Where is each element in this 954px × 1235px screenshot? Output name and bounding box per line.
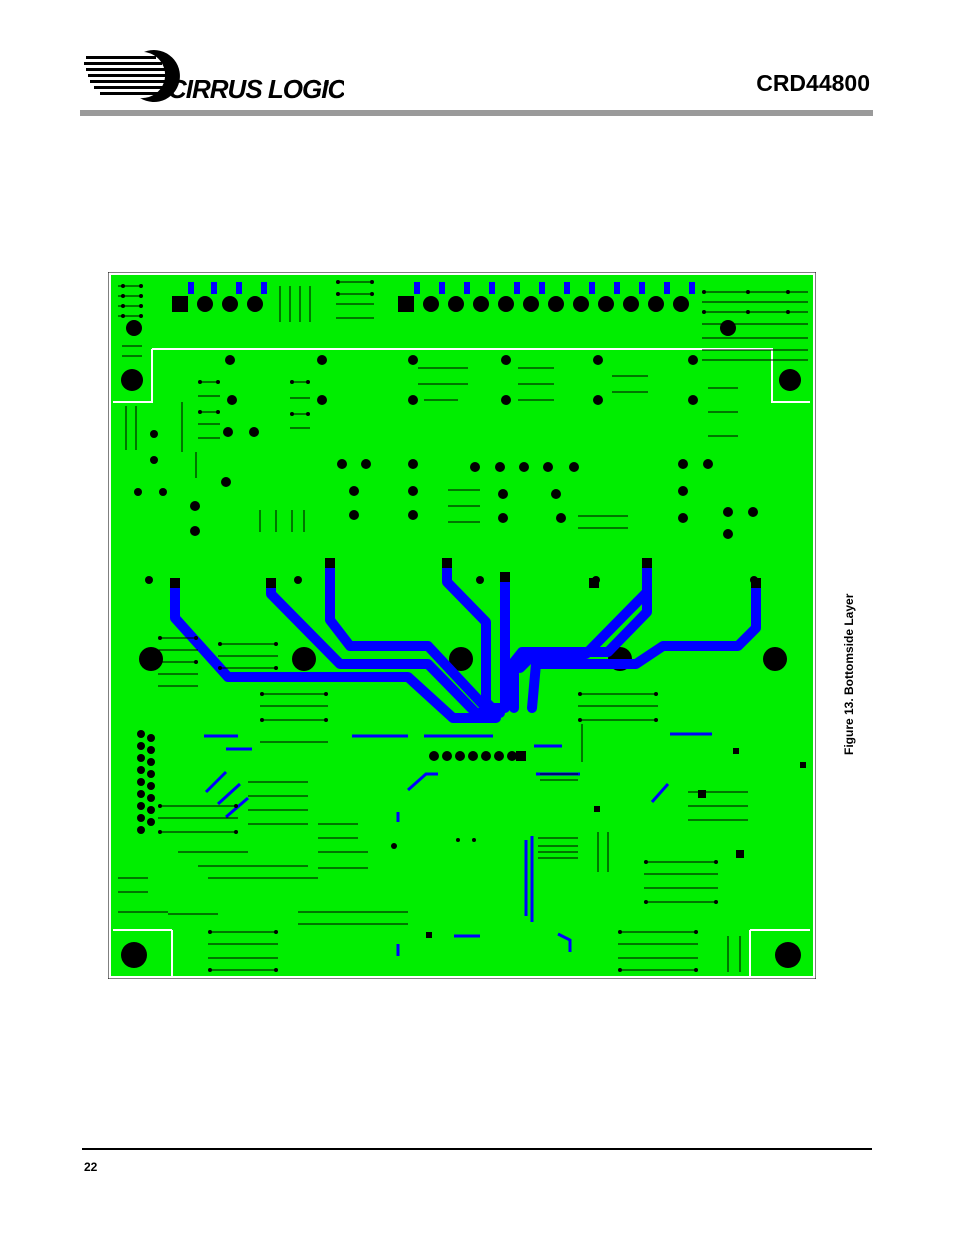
svg-text:®: ® [324, 80, 330, 88]
board-fill [111, 275, 813, 976]
footer-rule [82, 1148, 872, 1150]
logo-mark [84, 50, 180, 102]
figure-caption: Figure 13. Bottomside Layer [842, 565, 856, 755]
header-rule [80, 110, 873, 116]
page-number: 22 [84, 1160, 97, 1174]
logo-text: CIRRUS LOGIC [168, 74, 344, 104]
pcb-bottom-layer [108, 272, 816, 979]
cirrus-logic-logo: CIRRUS LOGIC ® [84, 46, 344, 106]
document-title: CRD44800 [756, 70, 870, 97]
